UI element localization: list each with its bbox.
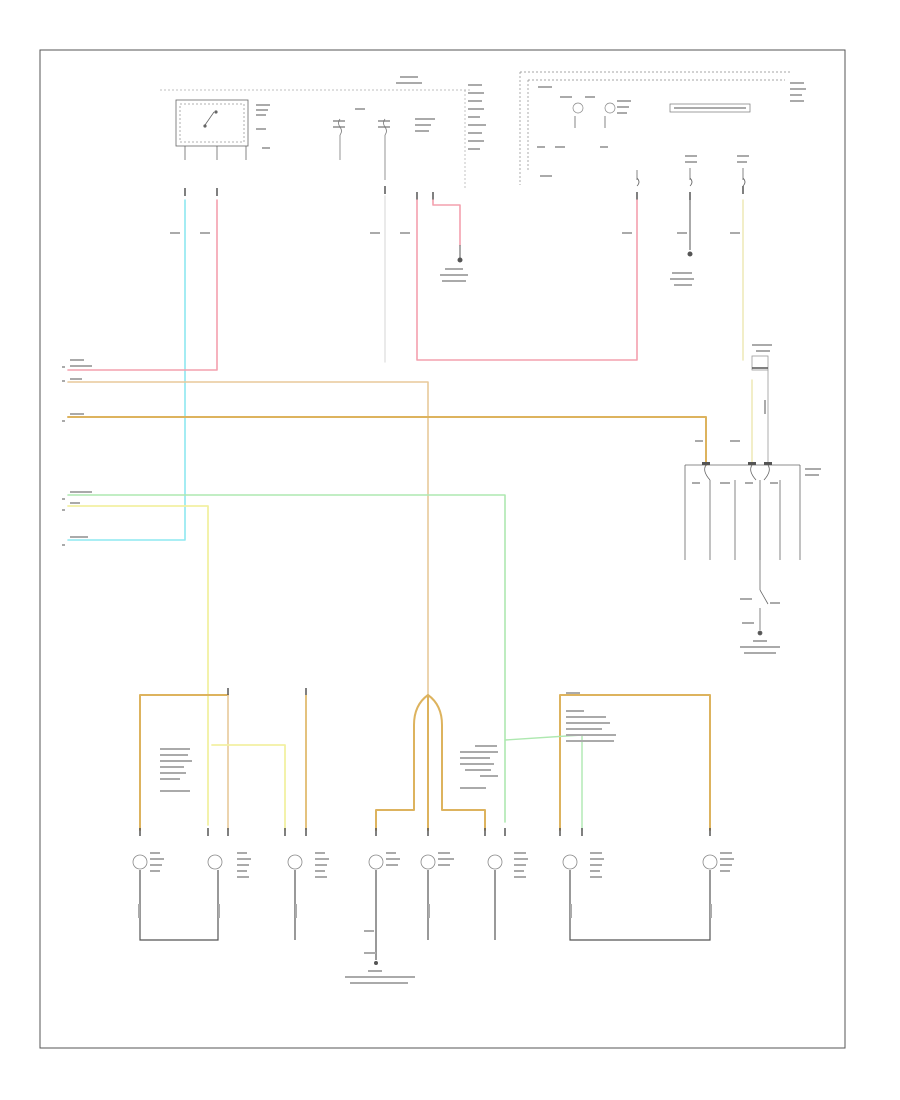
trailer-ground xyxy=(757,500,769,636)
wire-light-green xyxy=(67,494,506,823)
wire-yellow xyxy=(67,505,209,826)
hazard-switch xyxy=(175,99,249,160)
connector-pins-top xyxy=(184,186,744,200)
wire-orange xyxy=(67,416,707,466)
lamp-connector-pins xyxy=(139,688,711,836)
lamp-ground-wires xyxy=(139,870,711,960)
diagram-frame xyxy=(39,49,846,1049)
wire-pink-loop xyxy=(416,199,638,361)
wire-tan xyxy=(67,381,429,696)
left-rear-lamp-assembly xyxy=(139,694,307,831)
right-rear-lamp-assembly xyxy=(504,692,711,831)
wire-pink-stub xyxy=(432,199,461,246)
ground-g2 xyxy=(687,200,693,257)
wire-pink-hazard xyxy=(67,199,218,371)
fuse-block xyxy=(160,89,470,190)
wire-light-blue xyxy=(67,199,186,541)
ground-g1 xyxy=(457,245,463,263)
right-splice xyxy=(751,355,769,465)
body-control-module xyxy=(519,71,790,185)
ground-g3 xyxy=(374,961,378,965)
lamp-bulbs xyxy=(132,854,718,870)
trailer-connector xyxy=(684,464,801,560)
wire-tan-split xyxy=(375,694,486,831)
